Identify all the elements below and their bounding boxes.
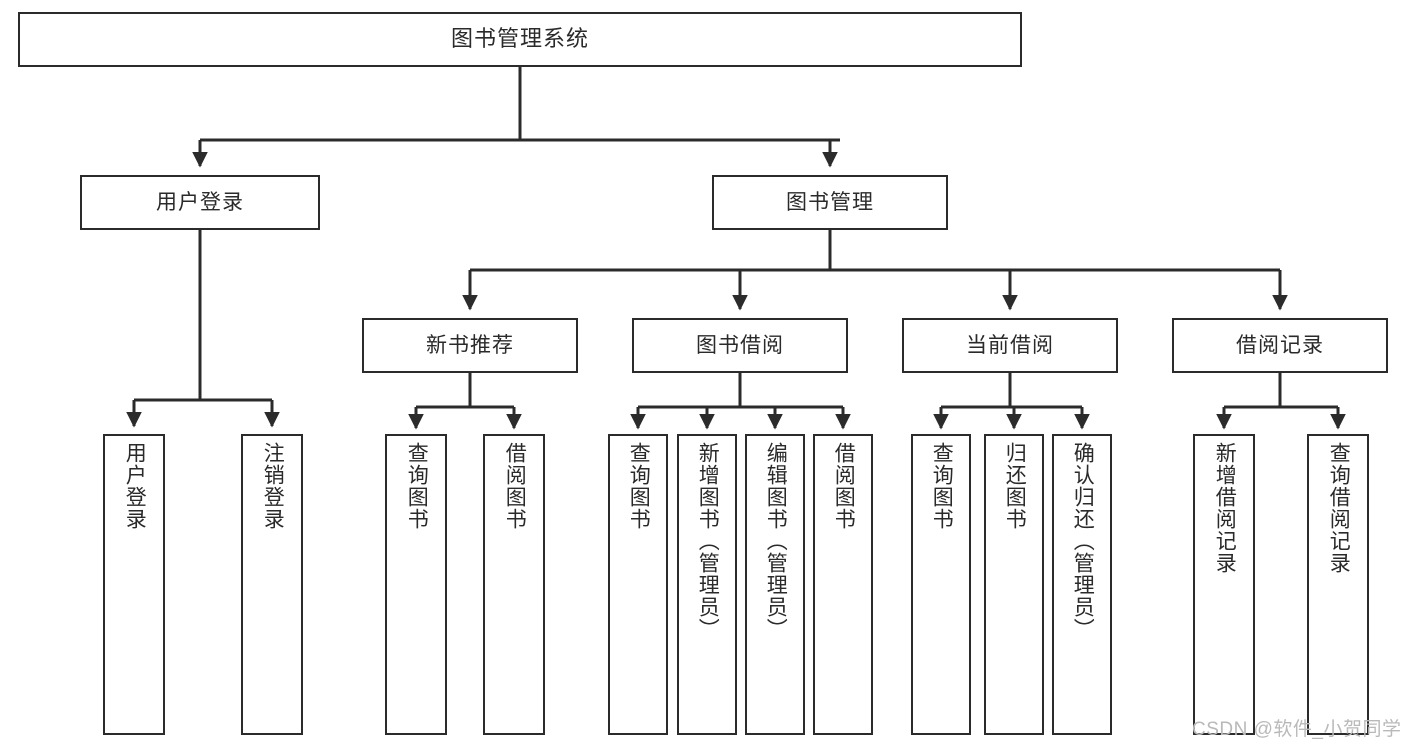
node-leaf-borrow-query-book[interactable]: 查询图书 [608,434,668,735]
node-leaf-query-borrow-record[interactable]: 查询借阅记录 [1307,434,1369,735]
node-leaf-rec-query-book[interactable]: 查询图书 [385,434,447,735]
node-leaf-rec-borrow-book[interactable]: 借阅图书 [483,434,545,735]
csdn-watermark: CSDN @软件_小贺同学 [1192,719,1402,740]
node-book-borrow[interactable]: 图书借阅 [632,318,848,373]
node-current-borrow[interactable]: 当前借阅 [902,318,1118,373]
node-root-label: 图书管理系统 [450,26,589,52]
node-book-borrow-label: 图书借阅 [696,333,784,357]
node-root[interactable]: 图书管理系统 [18,12,1022,67]
node-leaf-confirm-return-admin-label: 确认归还（管理员） [1071,442,1095,640]
node-leaf-query-borrow-record-label: 查询借阅记录 [1327,442,1351,574]
node-leaf-user-login[interactable]: 用户登录 [103,434,165,735]
node-leaf-confirm-return-admin[interactable]: 确认归还（管理员） [1052,434,1112,735]
node-borrow-records[interactable]: 借阅记录 [1172,318,1388,373]
node-leaf-cur-query-book[interactable]: 查询图书 [911,434,971,735]
node-leaf-add-borrow-record[interactable]: 新增借阅记录 [1193,434,1255,735]
node-book-manage-label: 图书管理 [786,190,874,214]
node-leaf-add-book-admin-label: 新增图书（管理员） [696,442,720,640]
node-leaf-rec-query-book-label: 查询图书 [405,442,429,530]
node-leaf-cur-query-book-label: 查询图书 [930,442,954,530]
node-leaf-return-book-label: 归还图书 [1003,442,1027,530]
node-leaf-borrow-book-label: 借阅图书 [832,442,856,530]
node-leaf-add-borrow-record-label: 新增借阅记录 [1213,442,1237,574]
node-leaf-add-book-admin[interactable]: 新增图书（管理员） [677,434,737,735]
node-leaf-logout-label: 注销登录 [261,442,285,530]
node-leaf-borrow-book[interactable]: 借阅图书 [813,434,873,735]
node-leaf-rec-borrow-book-label: 借阅图书 [503,442,527,530]
node-leaf-logout[interactable]: 注销登录 [241,434,303,735]
node-new-book-recommend[interactable]: 新书推荐 [362,318,578,373]
node-leaf-edit-book-admin-label: 编辑图书（管理员） [764,442,788,640]
node-current-borrow-label: 当前借阅 [966,333,1054,357]
node-leaf-user-login-label: 用户登录 [123,442,147,530]
node-borrow-records-label: 借阅记录 [1236,333,1324,357]
node-leaf-borrow-query-book-label: 查询图书 [627,442,651,530]
node-book-manage[interactable]: 图书管理 [712,175,948,230]
node-leaf-edit-book-admin[interactable]: 编辑图书（管理员） [745,434,805,735]
node-leaf-return-book[interactable]: 归还图书 [984,434,1044,735]
node-user-login[interactable]: 用户登录 [80,175,320,230]
node-user-login-label: 用户登录 [156,190,244,214]
node-new-book-recommend-label: 新书推荐 [426,333,514,357]
